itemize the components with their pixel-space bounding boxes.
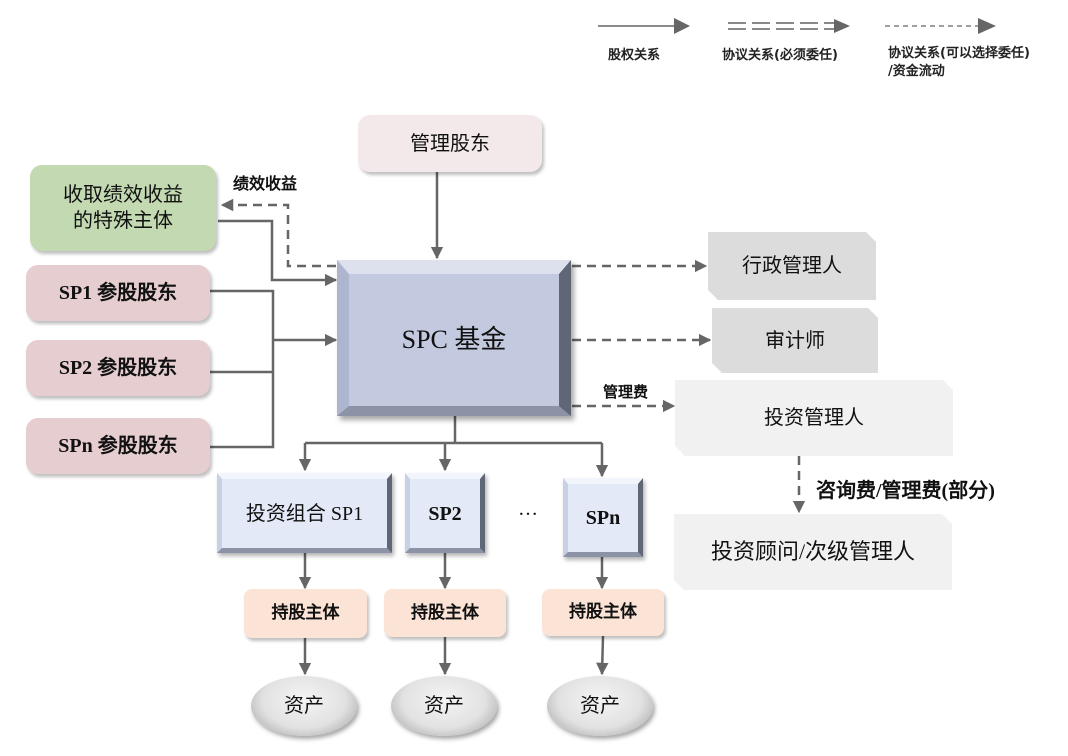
edge-holding-to-assets	[298, 635, 609, 676]
edge-portfolios-to-holding	[298, 552, 609, 590]
edge-label-management-fee: 管理费	[603, 385, 649, 401]
edge-fund-to-special-entity	[220, 198, 336, 268]
node-portfolio-sp1[interactable]: 投资组合 SP1	[217, 473, 392, 553]
node-holding-entity-1[interactable]: 持股主体	[244, 589, 367, 638]
edge-shareholders-to-fund	[210, 289, 338, 449]
legend-dashed-arrow-icon	[885, 18, 996, 34]
node-special-entity-line1: 收取绩效收益	[63, 184, 183, 206]
legend-label-mandatory: 协议关系(必须委任)	[722, 48, 838, 63]
node-assets-2[interactable]: 资产	[391, 676, 497, 736]
legend-label-equity: 股权关系	[608, 48, 661, 63]
legend-label-optional: 协议关系(可以选择委任) /资金流动	[888, 45, 1030, 80]
node-assets-3[interactable]: 资产	[547, 676, 653, 736]
node-portfolio-spn[interactable]: SPn	[563, 478, 643, 557]
node-special-entity[interactable]: 收取绩效收益 的特殊主体	[30, 165, 216, 251]
legend-label-optional-line2: /资金流动	[888, 63, 945, 79]
portfolio-ellipsis: …	[518, 498, 538, 520]
node-sp2-shareholder[interactable]: SP2 参股股东	[26, 340, 210, 396]
node-portfolio-sp1-label: 投资组合 SP1	[245, 502, 364, 525]
edge-label-advisory-fee: 咨询费/管理费(部分)	[816, 480, 995, 502]
edge-label-performance-fee: 绩效收益	[233, 176, 298, 193]
node-investment-manager[interactable]: 投资管理人	[675, 380, 953, 456]
node-spn-shareholder[interactable]: SPn 参股股东	[26, 418, 210, 474]
legend-label-optional-line1: 协议关系(可以选择委任)	[888, 46, 1030, 61]
legend-solid-arrow-icon	[598, 18, 690, 34]
node-portfolio-sp2[interactable]: SP2	[405, 473, 485, 553]
node-management-shareholder[interactable]: 管理股东	[358, 115, 542, 172]
node-spc-fund[interactable]: SPC 基金	[337, 260, 571, 416]
node-sub-manager[interactable]: 投资顾问/次级管理人	[674, 514, 952, 590]
legend-double-dashed-arrow-icon	[728, 19, 850, 33]
node-special-entity-line2: 的特殊主体	[73, 210, 173, 232]
node-sp1-shareholder[interactable]: SP1 参股股东	[26, 265, 210, 321]
node-holding-entity-3[interactable]: 持股主体	[542, 589, 664, 636]
node-assets-1[interactable]: 资产	[251, 676, 357, 736]
node-auditor[interactable]: 审计师	[712, 308, 878, 373]
edge-special-entity-to-fund	[218, 219, 338, 287]
node-holding-entity-2[interactable]: 持股主体	[384, 589, 506, 637]
node-administrator[interactable]: 行政管理人	[708, 232, 876, 300]
edge-fund-to-portfolios	[298, 416, 609, 478]
